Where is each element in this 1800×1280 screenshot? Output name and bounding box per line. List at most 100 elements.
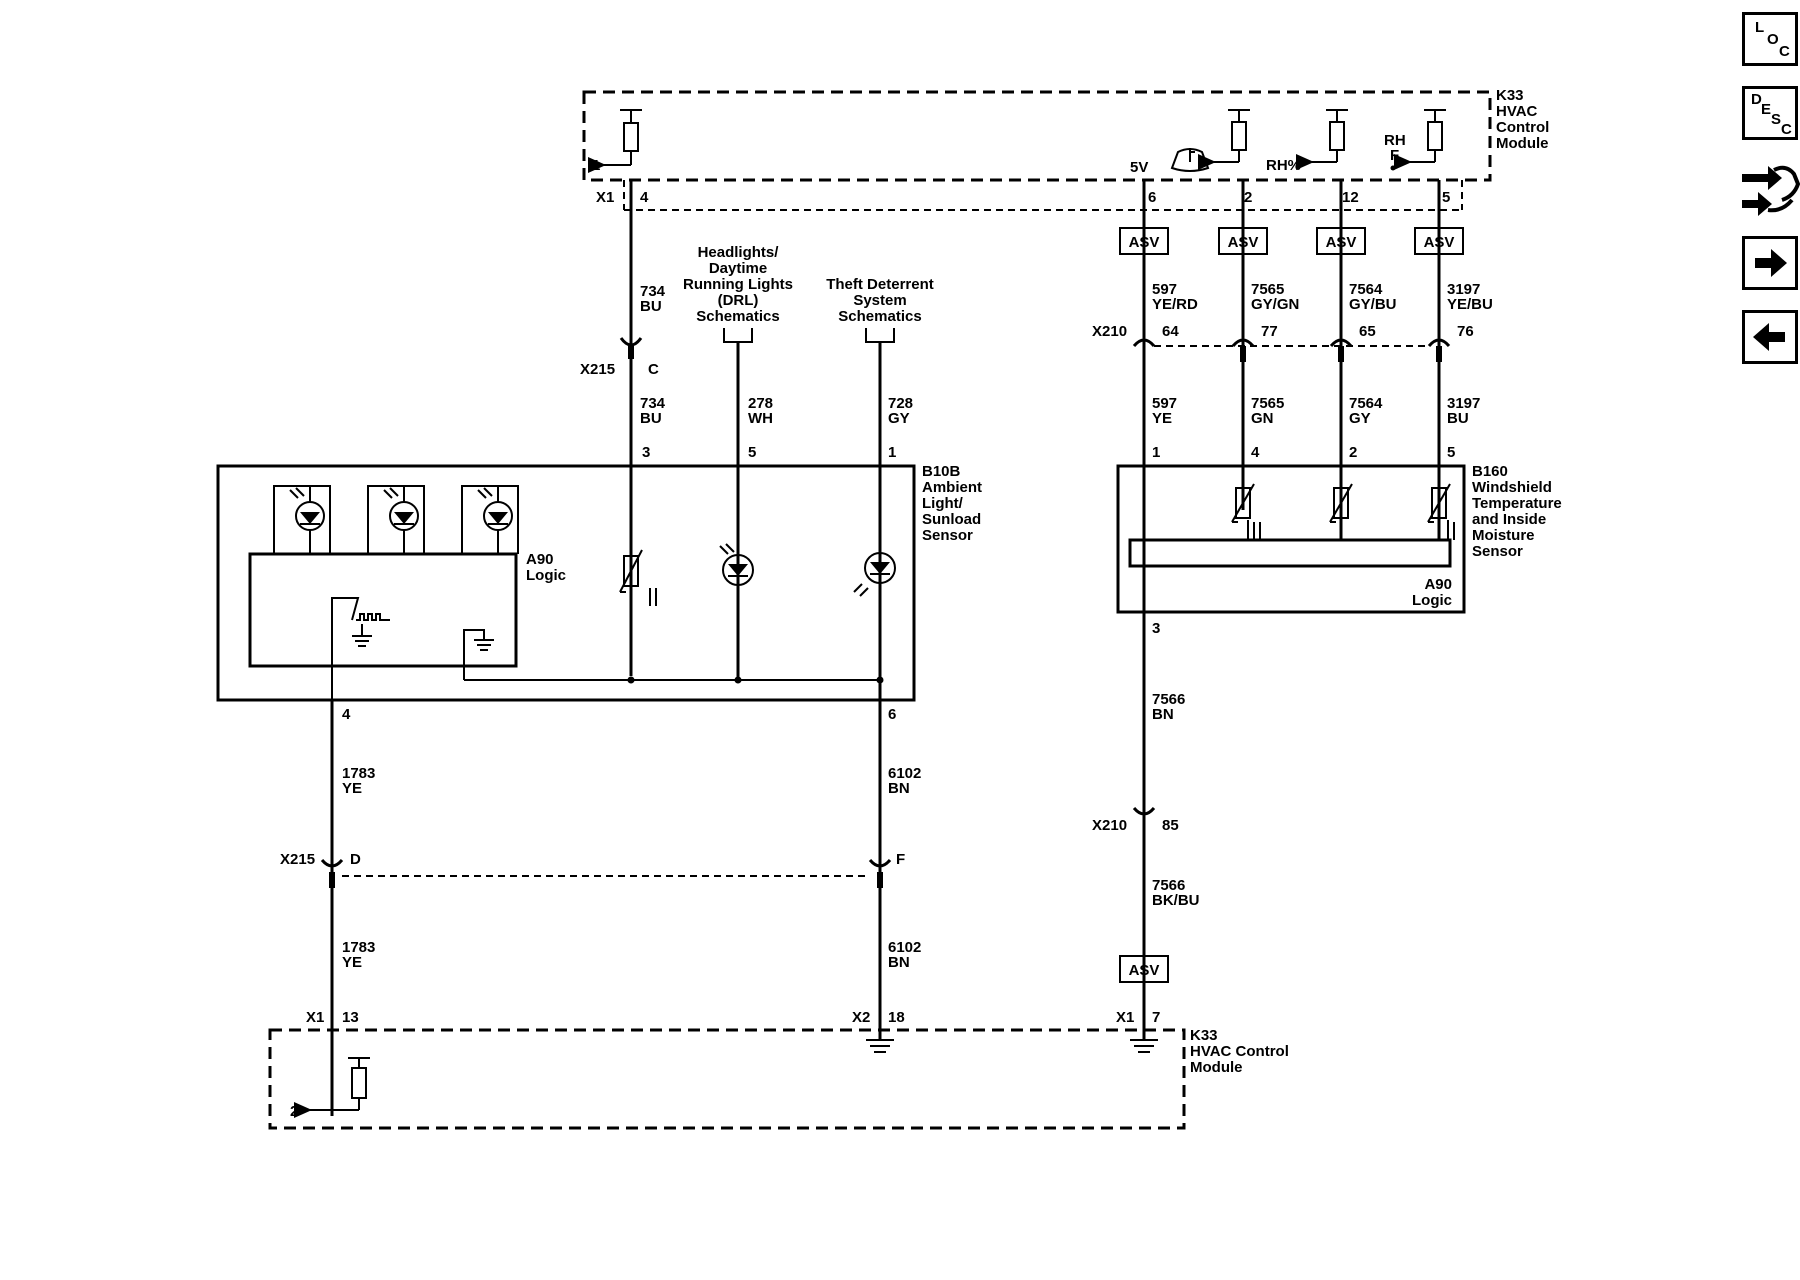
wire-7566a-color: BN [1152,706,1174,723]
pwm-output-icon [331,597,390,700]
location-button[interactable]: L O C [1742,12,1798,66]
thermistor-icon [619,549,657,606]
headlights-ref-line-4: (DRL) [718,292,759,309]
x215-c-pin: C [648,361,659,378]
x215-pin-d: D [350,851,361,868]
loc-l: L [1755,19,1765,36]
k33-bottom-pin-2: 2 [290,1103,298,1120]
k33-top-pin-6: 6 [1148,189,1156,206]
k33-top-pull-up-resistor-5 [1394,109,1446,170]
x215-connector-df [320,858,892,888]
wire-6102b-color: BN [888,954,910,971]
k33-bottom-x2: X2 [852,1009,870,1026]
b160-name-1: B160 [1472,463,1508,480]
asv-label: ASV [1228,234,1259,251]
k33-top-pin-12: 12 [1342,189,1359,206]
k33-top-pull-up-resistor-2 [1198,109,1250,170]
b10b-name-5: Sensor [922,527,973,544]
k33-bottom-pin-18: 18 [888,1009,905,1026]
photodiode-icon [461,485,519,554]
wire-597b-number: 597 [1152,395,1177,412]
loc-c: C [1779,43,1790,60]
asv-box: ASV [1316,227,1366,255]
k33-top-rh-label: RH [1384,132,1406,149]
wire-728-number: 728 [888,395,913,412]
x215-df-name: X215 [280,851,315,868]
k33-bottom-pin-13: 13 [342,1009,359,1026]
ground-icon [1130,1039,1158,1053]
k33-hvac-control-module-top: K33 HVAC Control Module 1 X1 4 5V 6 [582,87,1549,211]
headlights-drl-schematics-ref: Headlights/ Daytime Running Lights (DRL)… [683,244,793,343]
k33-top-name-3: Control [1496,119,1549,136]
loc-o: O [1767,31,1779,48]
wire-7564a-number: 7564 [1349,281,1383,298]
wire-7565b-number: 7565 [1251,395,1284,412]
x210-pin-65: 65 [1359,323,1376,340]
theft-ref-line-3: Schematics [838,308,921,325]
wire-7564b-number: 7564 [1349,395,1383,412]
description-button[interactable]: D E S C [1742,86,1798,140]
k33-top-name-1: K33 [1496,87,1524,104]
wire-3197b-number: 3197 [1447,395,1480,412]
wire-1783a-color: YE [342,780,362,797]
k33-hvac-control-module-bottom: X1 13 X2 18 X1 7 K33 HVAC Control Module… [268,1009,1289,1130]
theft-ref-line-2: System [853,292,906,309]
k33-top-pin-4: 4 [640,189,649,206]
b160-pin-2: 2 [1349,444,1357,461]
b10b-pin-4: 4 [342,706,351,723]
k33-top-name-2: HVAC [1496,103,1538,120]
b10b-name-4: Sunload [922,511,981,528]
wire-6102b-number: 6102 [888,939,921,956]
headlights-ref-line-5: Schematics [696,308,779,325]
x210-connector-bottom [1132,806,1156,816]
desc-d: D [1751,91,1762,108]
b160-name-3: Temperature [1472,495,1562,512]
wire-734a-color: BU [640,298,662,315]
b10b-logic-2: Logic [526,567,566,584]
k33-bottom-x1b: X1 [1116,1009,1134,1026]
windshield-temperature-icon [1170,148,1210,172]
headlights-ref-line-2: Daytime [709,260,767,277]
k33-top-f-label: F [1390,147,1399,164]
headlights-ref-line-3: Running Lights [683,276,793,293]
wire-1783a-number: 1783 [342,765,375,782]
b10b-pin-5: 5 [748,444,756,461]
previous-page-button[interactable] [1742,310,1798,364]
asv-label: ASV [1424,234,1455,251]
b160-pin-1: 1 [1152,444,1160,461]
k33-top-x1-label: X1 [596,189,614,206]
k33-bottom-name-3: Module [1190,1059,1243,1076]
k33-bottom-pull-up-resistor [294,1057,370,1118]
wire-7564a-color: GY/BU [1349,296,1397,313]
arrow-left-icon [1753,323,1785,351]
x210-connector-top [1132,338,1451,362]
asv-box: ASV [1119,227,1169,255]
humidity-sensor-icon [1427,483,1455,540]
led-icon [853,552,896,597]
asv-label: ASV [1129,962,1160,979]
wire-734b-color: BU [640,410,662,427]
wire-278-number: 278 [748,395,773,412]
ground-icon [463,629,494,680]
b10b-pin-1: 1 [888,444,896,461]
photodiode-icon [719,543,754,586]
k33-top-pull-up-resistor-12 [1296,109,1348,170]
x210-pin-76: 76 [1457,323,1474,340]
wire-1783b-number: 1783 [342,939,375,956]
connector-end-view-button[interactable] [1738,160,1800,218]
wire-728-color: GY [888,410,910,427]
thermistor-icon [1329,483,1353,523]
b160-name-5: Moisture [1472,527,1535,544]
wire-7566b-color: BK/BU [1152,892,1200,909]
wire-6102a-number: 6102 [888,765,921,782]
b160-pin-3: 3 [1152,620,1160,637]
k33-bottom-pin-7: 7 [1152,1009,1160,1026]
photodiode-icon [273,485,331,554]
wire-1783b-color: YE [342,954,362,971]
next-page-button[interactable] [1742,236,1798,290]
asv-box: ASV [1218,227,1268,255]
k33-bottom-name-1: K33 [1190,1027,1218,1044]
asv-label: ASV [1129,234,1160,251]
b10b-ambient-light-sunload-sensor: B10B Ambient Light/ Sunload Sensor 3 5 1… [216,444,982,723]
